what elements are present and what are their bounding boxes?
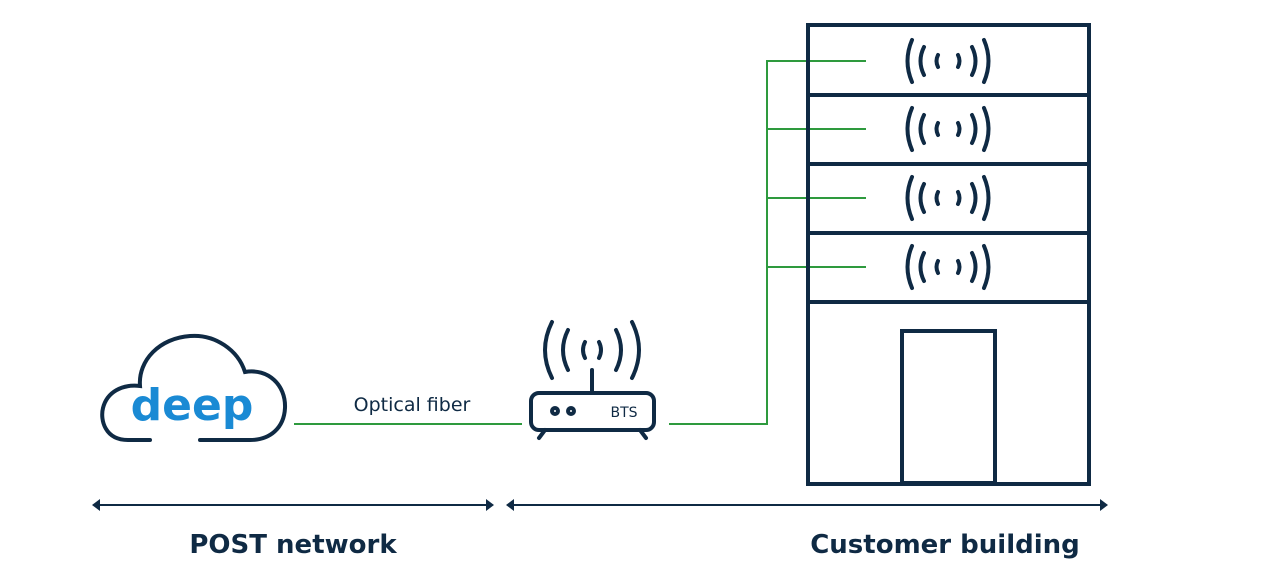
customer-building-label: Customer building [810, 530, 1080, 560]
wifi-icon [905, 38, 991, 84]
cloud-icon: deep [100, 333, 288, 442]
deep-logo: deep [131, 380, 254, 431]
customer-building-range-arrow [506, 499, 1108, 511]
customer-building-icon [806, 23, 1091, 486]
post-network-range-arrow [92, 499, 494, 511]
bts-label: BTS [610, 405, 637, 421]
wifi-icon [905, 175, 991, 221]
wifi-icon [905, 244, 991, 290]
optical-fiber-label: Optical fiber [354, 394, 471, 416]
building-wiring [669, 60, 866, 425]
bts-router-icon: BTS [529, 320, 656, 440]
post-network-label: POST network [189, 530, 397, 560]
door [900, 329, 997, 485]
wifi-signal-icon [543, 320, 641, 380]
wifi-icon [905, 106, 991, 152]
